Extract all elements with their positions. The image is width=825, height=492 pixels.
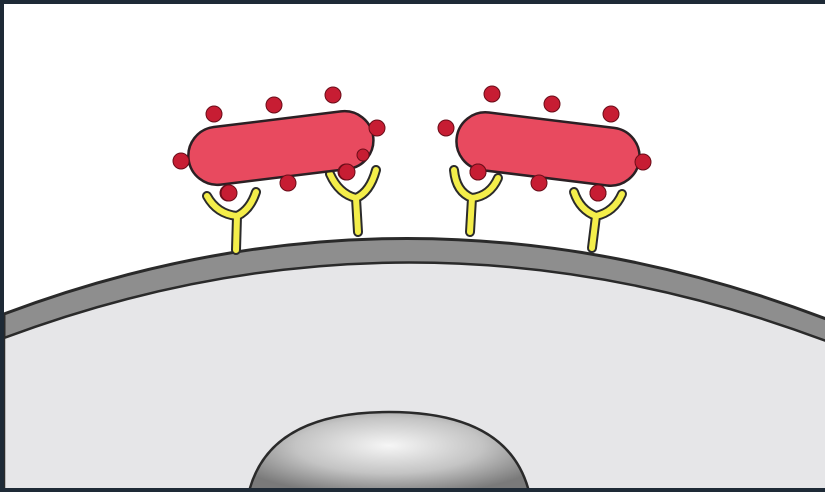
receptor-3 — [449, 165, 503, 237]
receptor-2 — [325, 165, 381, 237]
host-cell — [4, 237, 825, 488]
cell-nucleus — [248, 410, 530, 488]
adhesin — [265, 96, 283, 114]
adhesin — [634, 153, 652, 171]
adhesin — [205, 105, 223, 123]
receptor-1 — [202, 187, 261, 255]
host-cell-adhesion-diagram — [4, 85, 825, 488]
adhesin — [324, 86, 342, 104]
adhesin — [602, 105, 620, 123]
receptor-4 — [569, 187, 627, 253]
adhesin — [469, 163, 487, 181]
adhesin — [483, 85, 501, 103]
adhesin — [338, 163, 356, 181]
adhesin — [279, 174, 297, 192]
adhesin — [437, 119, 455, 137]
adhesin — [368, 119, 386, 137]
adhesin — [356, 148, 370, 162]
bacterium-right — [437, 85, 652, 202]
cell-cytoplasm — [4, 261, 825, 488]
bound-adhesins — [220, 163, 607, 202]
adhesin — [172, 152, 190, 170]
receptors — [202, 165, 627, 255]
adhesin — [220, 184, 238, 202]
adhesin — [543, 95, 561, 113]
adhesin — [589, 184, 607, 202]
adhesin — [530, 174, 548, 192]
bacterium-left — [172, 86, 386, 202]
